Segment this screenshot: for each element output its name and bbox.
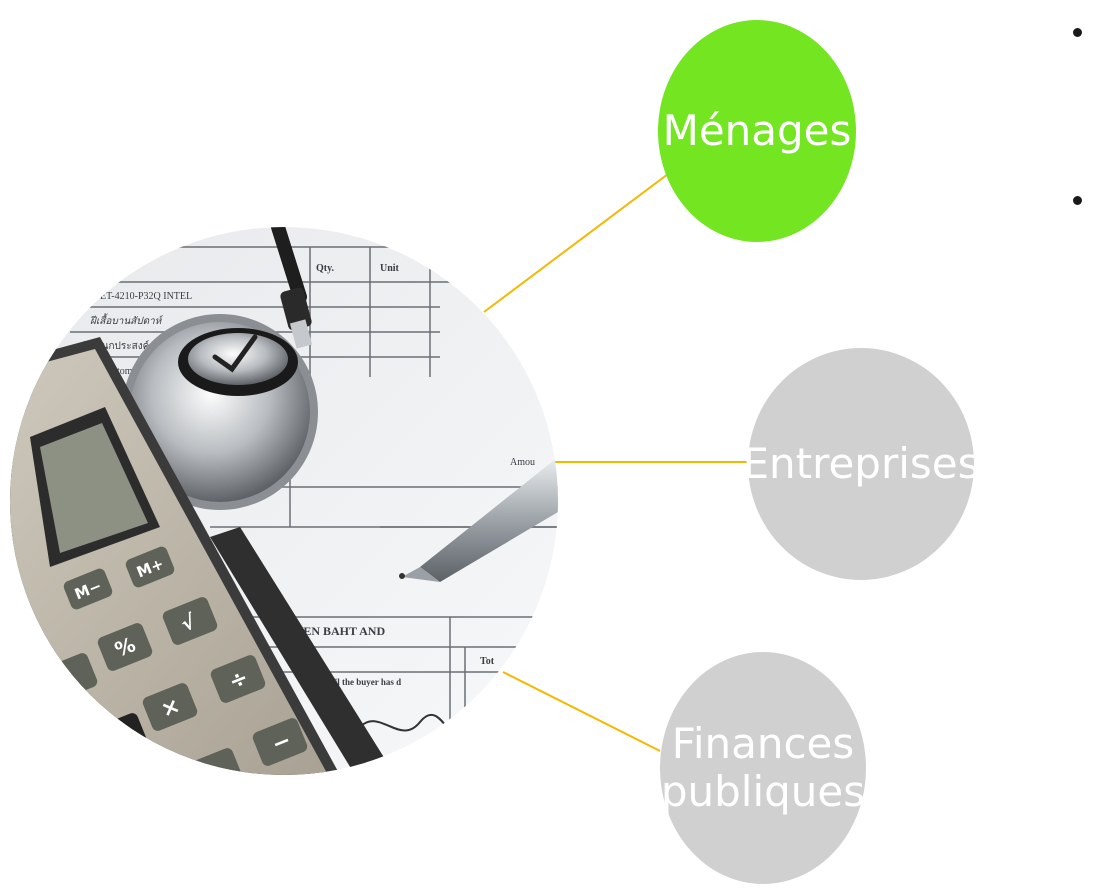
doc-row-1: ET-4210-P32Q INTEL — [100, 291, 192, 302]
node-entreprises[interactable]: Entreprises — [743, 348, 980, 580]
doc-col-qty: Qty. — [316, 263, 335, 274]
node-menages-label: Ménages — [662, 106, 852, 155]
node-finances-label: Finances publiques — [660, 719, 866, 816]
stethoscope — [122, 227, 318, 510]
calculator: M− M+ % √ × — [10, 337, 395, 775]
node-finances-publiques[interactable]: Finances publiques — [660, 652, 866, 884]
connector-menages — [483, 167, 677, 313]
doc-amount: Amou — [510, 457, 535, 468]
connector-finances — [502, 671, 661, 752]
calculator-stethoscope-photo: Qty. Unit ET-4210-P32Q INTEL ฝีเสื้อบานส… — [10, 227, 558, 775]
pen — [399, 457, 558, 582]
node-entreprises-label: Entreprises — [742, 439, 980, 488]
node-menages[interactable]: Ménages — [658, 20, 856, 242]
doc-row-2: ฝีเสื้อบานสัปดาห์ — [90, 313, 163, 327]
doc-note: ment until the buyer has d — [300, 677, 401, 687]
doc-col-unit: Unit — [380, 263, 400, 274]
doc-row-4: DJI Phantom 3 Professio — [80, 366, 180, 377]
doc-total: Tot — [480, 656, 495, 667]
photo-illustration: Qty. Unit ET-4210-P32Q INTEL ฝีเสื้อบานส… — [10, 227, 558, 775]
bullet-marker-2 — [1073, 196, 1082, 205]
bullet-marker-1 — [1073, 28, 1082, 37]
